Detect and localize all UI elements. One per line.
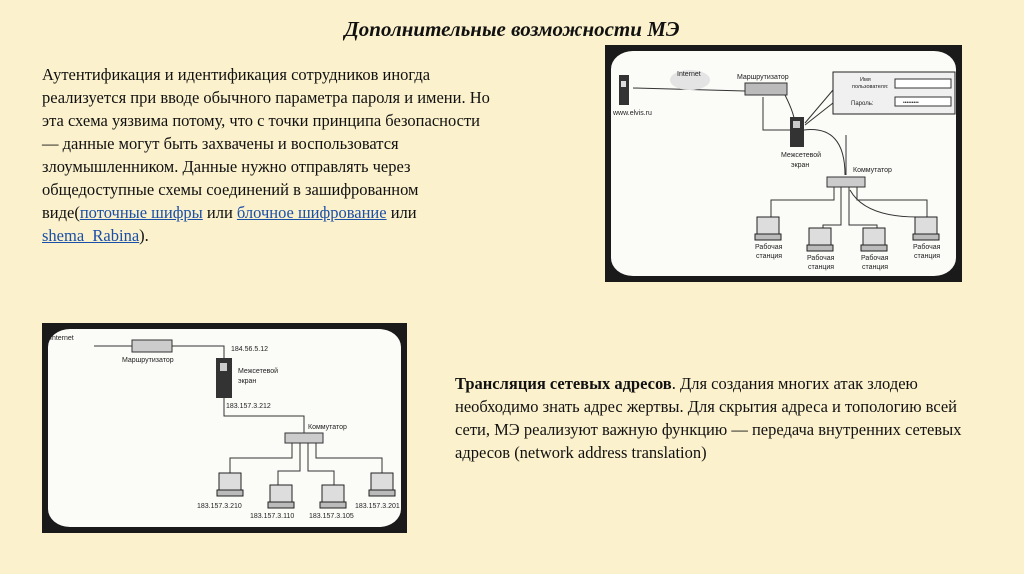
router-label: Маршрутизатор <box>737 74 789 81</box>
switch-icon <box>284 432 324 444</box>
text-sep: или <box>386 203 417 222</box>
internet-label: Internet <box>50 335 74 342</box>
workstation-label-2: станция <box>914 253 940 260</box>
password-label: Пароль: <box>851 101 874 107</box>
router-icon <box>131 339 173 353</box>
text-sep: или <box>202 203 237 222</box>
hosts: 183.157.3.210 183.157.3.110 183.157.3.10… <box>197 472 400 520</box>
link-stream-ciphers[interactable]: поточные шифры <box>79 203 203 222</box>
router-icon <box>744 82 788 96</box>
link-block-encryption[interactable]: блочное шифрование <box>236 203 387 222</box>
link-shema-rabina[interactable]: shema_Rabina <box>42 226 140 245</box>
host-ip-label: 183.157.3.201 <box>355 503 400 510</box>
text-end: ). <box>139 226 149 245</box>
workstations: Рабочая станция Рабочая станция Рабочая ста… <box>754 216 941 271</box>
server-label: www.elvis.ru <box>612 110 652 117</box>
nat-network-diagram: Internet Маршрутизатор 184.56.5.12 Межсе… <box>42 323 407 533</box>
cloud-icon <box>670 70 710 90</box>
server-icon <box>619 75 629 105</box>
login-form: Имя пользователя: Пароль: ••••••••• <box>832 71 956 115</box>
workstation-label: Рабочая <box>807 254 835 262</box>
nat-paragraph: Трансляция сетевых адресов. Для создания… <box>455 372 965 464</box>
firewall-label-2: экран <box>238 378 256 385</box>
external-ip-label: 184.56.5.12 <box>231 346 268 353</box>
host-ip-label: 183.157.3.210 <box>197 503 242 510</box>
workstation-label-2: станция <box>808 264 834 271</box>
switch-icon <box>826 176 866 188</box>
slide-title: Дополнительные возможности МЭ <box>344 17 680 41</box>
workstation-label: Рабочая <box>861 254 889 262</box>
router-label: Маршрутизатор <box>122 357 174 364</box>
firewall-icon <box>216 358 232 398</box>
workstation-label: Рабочая <box>913 243 941 251</box>
host-ip-label: 183.157.3.105 <box>309 513 354 520</box>
switch-label: Коммутатор <box>853 167 892 174</box>
firewall-label: Межсетевой <box>238 367 278 375</box>
internal-ip-label: 183.157.3.212 <box>226 403 271 410</box>
firewall-icon <box>790 117 804 147</box>
nat-text: . Для создания многих атак злодею необхо… <box>455 374 962 462</box>
authentication-network-diagram: www.elvis.ru Internet Маршрутизатор Имя … <box>605 45 962 282</box>
host-ip-label: 183.157.3.110 <box>250 513 294 520</box>
firewall-label-2: экран <box>791 162 809 169</box>
password-mask: ••••••••• <box>903 100 919 106</box>
workstation-label: Рабочая <box>755 243 783 251</box>
password-field <box>894 96 952 107</box>
internet-label: Internet <box>677 71 701 78</box>
username-field <box>894 78 952 89</box>
switch-label: Коммутатор <box>308 424 347 431</box>
username-label: Имя <box>860 77 871 83</box>
nat-heading: Трансляция сетевых адресов <box>455 374 672 393</box>
workstation-label-2: станция <box>862 264 888 271</box>
username-label-2: пользователя: <box>852 84 889 90</box>
firewall-label: Межсетевой <box>781 151 821 159</box>
workstation-label-2: станция <box>756 253 782 260</box>
authentication-paragraph: Аутентификация и идентификация сотрудник… <box>42 63 492 247</box>
auth-text: Аутентификация и идентификация сотрудник… <box>42 65 490 222</box>
